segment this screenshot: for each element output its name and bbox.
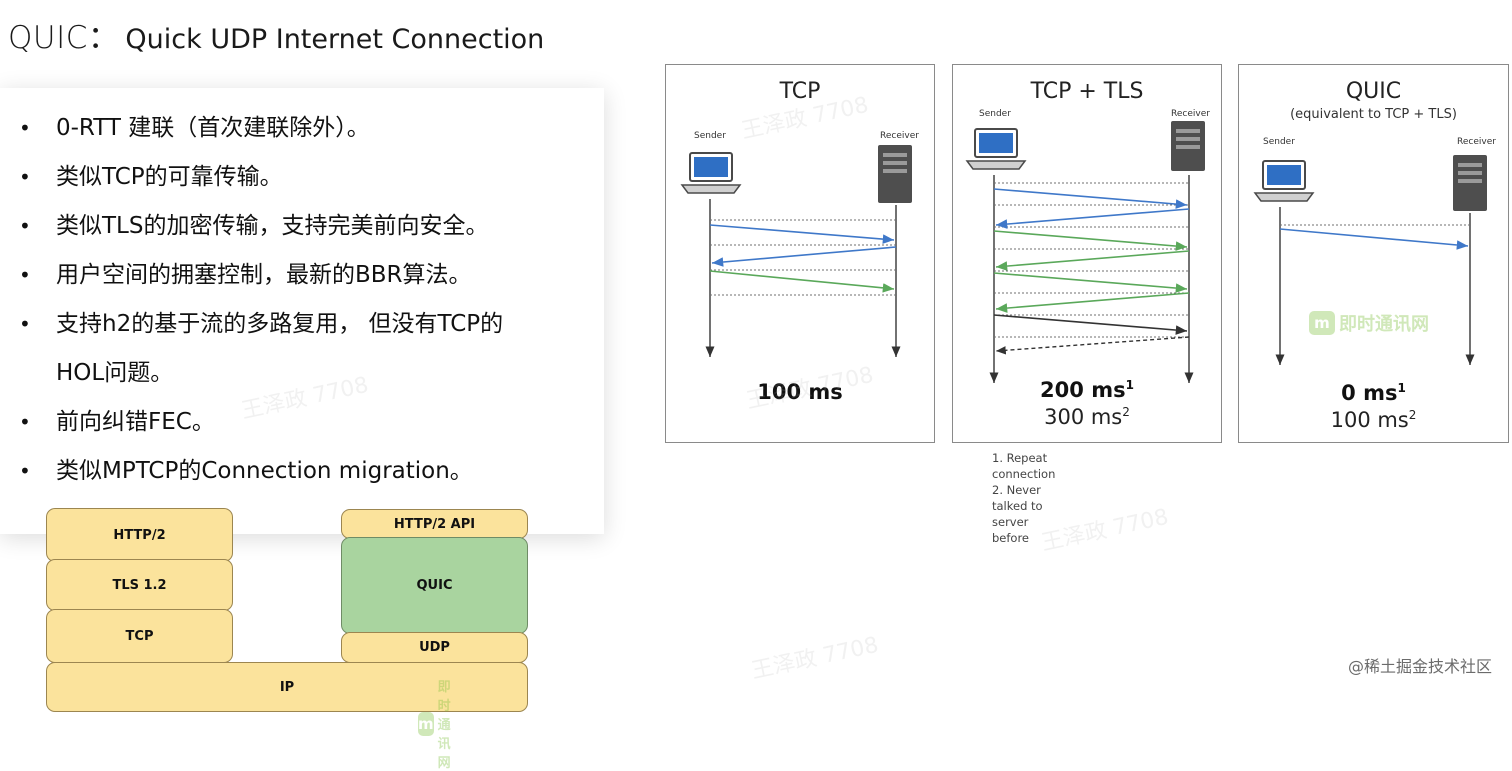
feature-text: HOL问题。 [56, 360, 174, 386]
time-sub: 100 ms2 [1239, 408, 1508, 432]
receiver-label: Receiver [880, 131, 919, 141]
client-hello-arrow [993, 230, 1188, 251]
bullet-dot: • [19, 312, 31, 336]
time-main-value: 200 ms [1040, 378, 1126, 402]
im-logo-text: 即时通讯网 [1339, 314, 1429, 335]
time-sub: 300 ms2 [953, 405, 1221, 429]
syn-arrow [709, 224, 895, 244]
feature-text: 类似TCP的可靠传输。 [56, 164, 283, 190]
panel-tcp: TCP Sender Receiver [665, 64, 935, 443]
synack-arrow [995, 208, 1190, 229]
bullet-dot: • [19, 263, 31, 287]
watermark-text: 王泽政 7708 [749, 632, 881, 685]
feature-text: 支持h2的基于流的多路复用， 但没有TCP的 [56, 311, 504, 337]
bullet-dot: • [19, 116, 31, 140]
feature-item: • 类似TLS的加密传输，支持完美前向安全。 [0, 202, 604, 251]
sender-label: Sender [979, 109, 1011, 119]
time-main-mark: 1 [1397, 381, 1406, 395]
sender-label: Sender [1263, 137, 1295, 147]
laptop-icon [1253, 160, 1315, 202]
title-main: Quick UDP Internet Connection [125, 24, 545, 55]
layer-udp: UDP [341, 632, 528, 663]
feature-item: • 用户空间的拥塞控制，最新的BBR算法。 [0, 251, 604, 300]
panel-subtitle: (equivalent to TCP + TLS) [1290, 107, 1457, 122]
feature-text: 类似TLS的加密传输，支持完美前向安全。 [56, 213, 489, 239]
server-icon [1453, 155, 1487, 211]
timeline-gridlines [710, 219, 896, 296]
feature-list: • 0-RTT 建联（首次建联除外）。 • 类似TCP的可靠传输。 • 类似TLS的加… [0, 88, 604, 496]
bullet-dot: • [19, 165, 31, 189]
feature-text: 用户空间的拥塞控制，最新的BBR算法。 [56, 262, 472, 288]
panel-title: TCP [779, 79, 821, 104]
panel-tcp-sequence [680, 145, 912, 357]
panel-title: TCP + TLS [1030, 79, 1144, 104]
receiver-label: Receiver [1457, 137, 1496, 147]
initial-packet-arrow [1279, 228, 1469, 250]
feature-item: • 类似MPTCP的Connection migration。 [0, 447, 604, 496]
receiver-label: Receiver [1171, 109, 1210, 119]
im-logo-text: 即时通讯网 [437, 680, 451, 771]
panel-tcp-tls: TCP + TLS Sender Receiver [952, 64, 1222, 443]
layer-http2-api: HTTP/2 API [341, 509, 528, 539]
time-main-mark: 1 [1125, 378, 1134, 392]
time-sub-value: 100 ms [1330, 408, 1409, 432]
panel-title: QUIC [1345, 79, 1402, 104]
laptop-icon [965, 128, 1027, 170]
feature-item: • 支持h2的基于流的多路复用， 但没有TCP的 [0, 300, 604, 349]
synack-arrow [711, 246, 897, 267]
title-prefix: QUIC： [8, 20, 120, 56]
layer-tcp: TCP [46, 609, 233, 663]
page-title: QUIC：Quick UDP Internet Connection [8, 12, 544, 57]
feature-item: • 0-RTT 建联（首次建联除外）。 [0, 104, 604, 153]
bullet-dot: • [19, 214, 31, 238]
footnotes: 1. Repeat connection 2. Never talked to … [992, 450, 1055, 546]
time-main-value: 100 ms [757, 380, 843, 404]
time-main: 200 ms1 [953, 378, 1221, 402]
panel-quic: QUIC (equivalent to TCP + TLS) Sender Re… [1238, 64, 1509, 443]
layer-http2: HTTP/2 [46, 508, 233, 562]
source-credit: @稀土掘金技术社区 [1347, 657, 1492, 676]
layer-tls: TLS 1.2 [46, 559, 233, 611]
footnote-1: 1. Repeat connection [992, 451, 1056, 481]
feature-text: 0-RTT 建联（首次建联除外）。 [56, 115, 370, 141]
response-arrow [995, 336, 1190, 355]
timeline-gridlines [994, 182, 1189, 338]
syn-arrow [993, 188, 1188, 209]
time-main: 100 ms [666, 380, 934, 404]
finished-arrow [995, 292, 1190, 313]
sender-label: Sender [694, 131, 726, 141]
laptop-icon [680, 152, 742, 194]
server-hello-arrow [995, 250, 1190, 271]
feature-item-continuation: HOL问题。 [0, 349, 604, 398]
feature-text: 类似MPTCP的Connection migration。 [56, 458, 473, 484]
time-sub-mark: 2 [1122, 405, 1130, 419]
im-logo-badge-icon: m [418, 711, 434, 736]
time-sub-mark: 2 [1408, 408, 1417, 422]
time-main: 0 ms1 [1239, 381, 1508, 405]
im-logo-badge-icon: m [1309, 311, 1335, 335]
im-logo-watermark: m 即时通讯网 [1309, 310, 1429, 336]
time-sub-value: 300 ms [1044, 405, 1123, 429]
panel-tcp-tls-sequence [965, 121, 1205, 383]
time-main-value: 0 ms [1341, 381, 1398, 405]
ack-arrow [709, 270, 895, 293]
im-logo-small: m 即时通讯网 [418, 676, 461, 771]
panel-quic-sequence [1253, 155, 1487, 365]
footnote-2: 2. Never talked to server before [992, 483, 1043, 545]
feature-item: • 类似TCP的可靠传输。 [0, 153, 604, 202]
feature-text: 前向纠错FEC。 [56, 409, 215, 435]
watermark-text: 王泽政 7708 [1039, 504, 1171, 557]
feature-card: • 0-RTT 建联（首次建联除外）。 • 类似TCP的可靠传输。 • 类似TLS的加… [0, 88, 604, 534]
bullet-dot: • [19, 459, 31, 483]
server-icon [1171, 121, 1205, 171]
request-arrow [993, 314, 1188, 335]
server-icon [878, 145, 912, 203]
key-exchange-arrow [993, 272, 1188, 293]
layer-quic: QUIC [341, 537, 528, 634]
bullet-dot: • [19, 410, 31, 434]
feature-item: • 前向纠错FEC。 [0, 398, 604, 447]
